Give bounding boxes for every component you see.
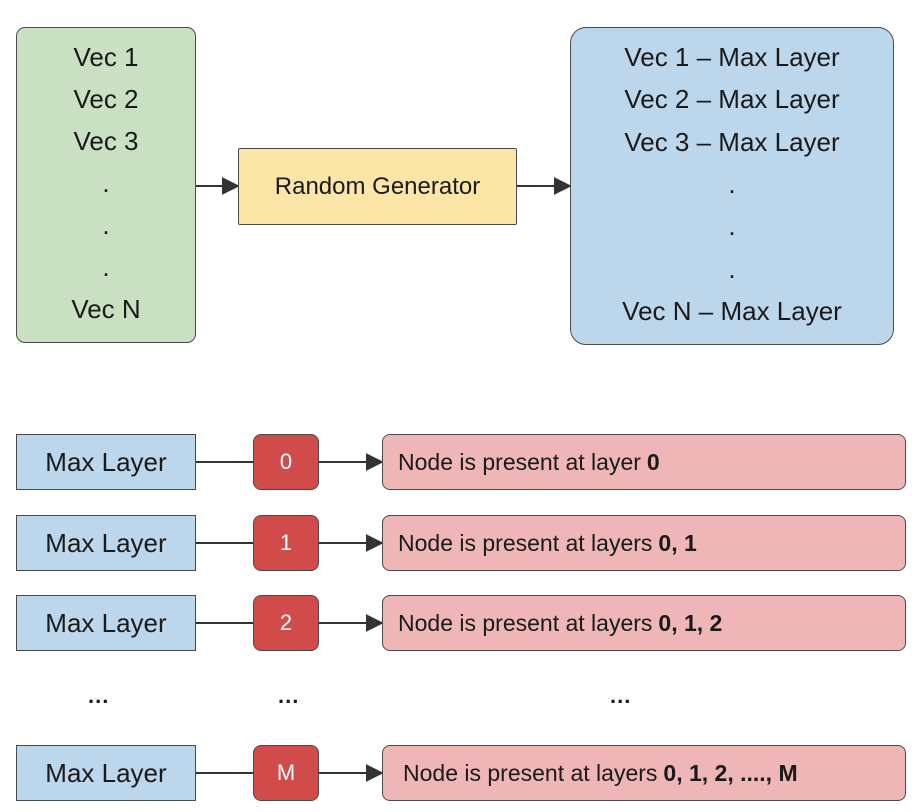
- output-dot-2: .: [728, 211, 736, 242]
- presence-layers-row3: 0, 1, 2: [658, 609, 723, 636]
- output-vector-n: Vec N – Max Layer: [622, 295, 842, 326]
- output-dot-3: .: [728, 253, 736, 284]
- max-layer-box-row2: Max Layer: [16, 515, 196, 571]
- presence-layers-row2: 0, 1: [658, 529, 697, 556]
- random-generator-label: Random Generator: [274, 172, 481, 200]
- presence-note-row1: Node is present at layer 0: [382, 434, 906, 490]
- input-vector-1: Vec 1: [73, 42, 139, 72]
- presence-note-row2: Node is present at layers 0, 1: [382, 515, 906, 571]
- max-layer-box-row4: Max Layer: [16, 745, 196, 801]
- random-generator-box: Random Generator: [238, 148, 517, 225]
- ellipsis-note: ...: [610, 683, 632, 708]
- presence-text-row2: Node is present at layers: [398, 529, 653, 556]
- input-vector-2: Vec 2: [73, 84, 139, 114]
- output-vectors-box: Vec 1 – Max Layer Vec 2 – Max Layer Vec …: [570, 27, 894, 345]
- input-dot-3: .: [102, 252, 110, 282]
- layer-value-row2: 1: [253, 515, 319, 571]
- input-dot-1: .: [102, 168, 110, 198]
- layer-value-text-row2: 1: [279, 530, 293, 555]
- output-vector-2: Vec 2 – Max Layer: [624, 84, 840, 115]
- output-vector-1: Vec 1 – Max Layer: [624, 42, 840, 72]
- ellipsis-max-layer: ...: [88, 683, 110, 708]
- input-dot-2: .: [102, 210, 110, 240]
- presence-note-row4: Node is present at layers 0, 1, 2, ....,…: [382, 745, 906, 801]
- max-layer-box-row1: Max Layer: [16, 434, 196, 490]
- layer-value-row3: 2: [253, 595, 319, 651]
- output-vector-3: Vec 3 – Max Layer: [624, 126, 840, 157]
- max-layer-label-row2: Max Layer: [45, 527, 167, 558]
- layer-value-text-row1: 0: [279, 449, 293, 474]
- layer-value-text-row3: 2: [279, 610, 293, 635]
- presence-text-row1: Node is present at layer: [398, 448, 641, 475]
- ellipsis-value: ...: [278, 683, 300, 708]
- input-vectors-box: Vec 1 Vec 2 Vec 3 . . . Vec N: [16, 27, 196, 343]
- layer-value-text-row4: M: [276, 760, 296, 785]
- layer-value-row4: M: [253, 745, 319, 801]
- presence-layers-row4: 0, 1, 2, ...., M: [663, 759, 798, 786]
- max-layer-label-row4: Max Layer: [45, 757, 167, 788]
- presence-text-row4: Node is present at layers: [403, 759, 658, 786]
- presence-layers-row1: 0: [646, 448, 660, 475]
- input-vector-3: Vec 3: [73, 126, 139, 156]
- max-layer-label-row3: Max Layer: [45, 607, 167, 638]
- presence-text-row3: Node is present at layers: [398, 609, 653, 636]
- input-vector-n: Vec N: [71, 294, 141, 324]
- max-layer-label-row1: Max Layer: [45, 446, 167, 477]
- layer-value-row1: 0: [253, 434, 319, 490]
- max-layer-box-row3: Max Layer: [16, 595, 196, 651]
- presence-note-row3: Node is present at layers 0, 1, 2: [382, 595, 906, 651]
- output-dot-1: .: [728, 168, 736, 199]
